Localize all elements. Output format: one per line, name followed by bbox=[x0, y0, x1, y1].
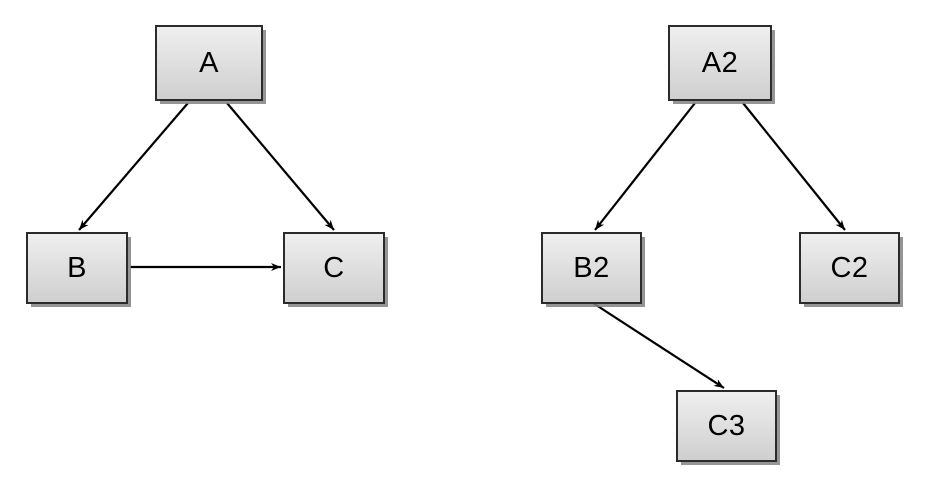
node-label: C3 bbox=[707, 409, 746, 442]
edge-a-b[interactable] bbox=[78, 102, 189, 231]
node-b[interactable]: B bbox=[26, 232, 128, 304]
node-c3[interactable]: C3 bbox=[676, 390, 777, 462]
edge-a2-c2[interactable] bbox=[742, 102, 846, 231]
edge-a-c[interactable] bbox=[226, 102, 335, 231]
node-b2[interactable]: B2 bbox=[541, 232, 642, 304]
node-label: C2 bbox=[830, 251, 869, 284]
edge-b2-c3[interactable] bbox=[592, 302, 725, 389]
node-a[interactable]: A bbox=[155, 25, 263, 101]
node-label: B2 bbox=[573, 251, 610, 284]
node-label: C bbox=[323, 251, 345, 284]
edge-a2-b2[interactable] bbox=[594, 102, 696, 231]
edges-group bbox=[78, 102, 846, 389]
node-label: B bbox=[67, 251, 87, 284]
node-label: A2 bbox=[701, 46, 739, 79]
node-c2[interactable]: C2 bbox=[799, 232, 900, 304]
node-c[interactable]: C bbox=[283, 232, 385, 304]
node-a2[interactable]: A2 bbox=[668, 25, 772, 101]
node-label: A bbox=[199, 46, 219, 79]
